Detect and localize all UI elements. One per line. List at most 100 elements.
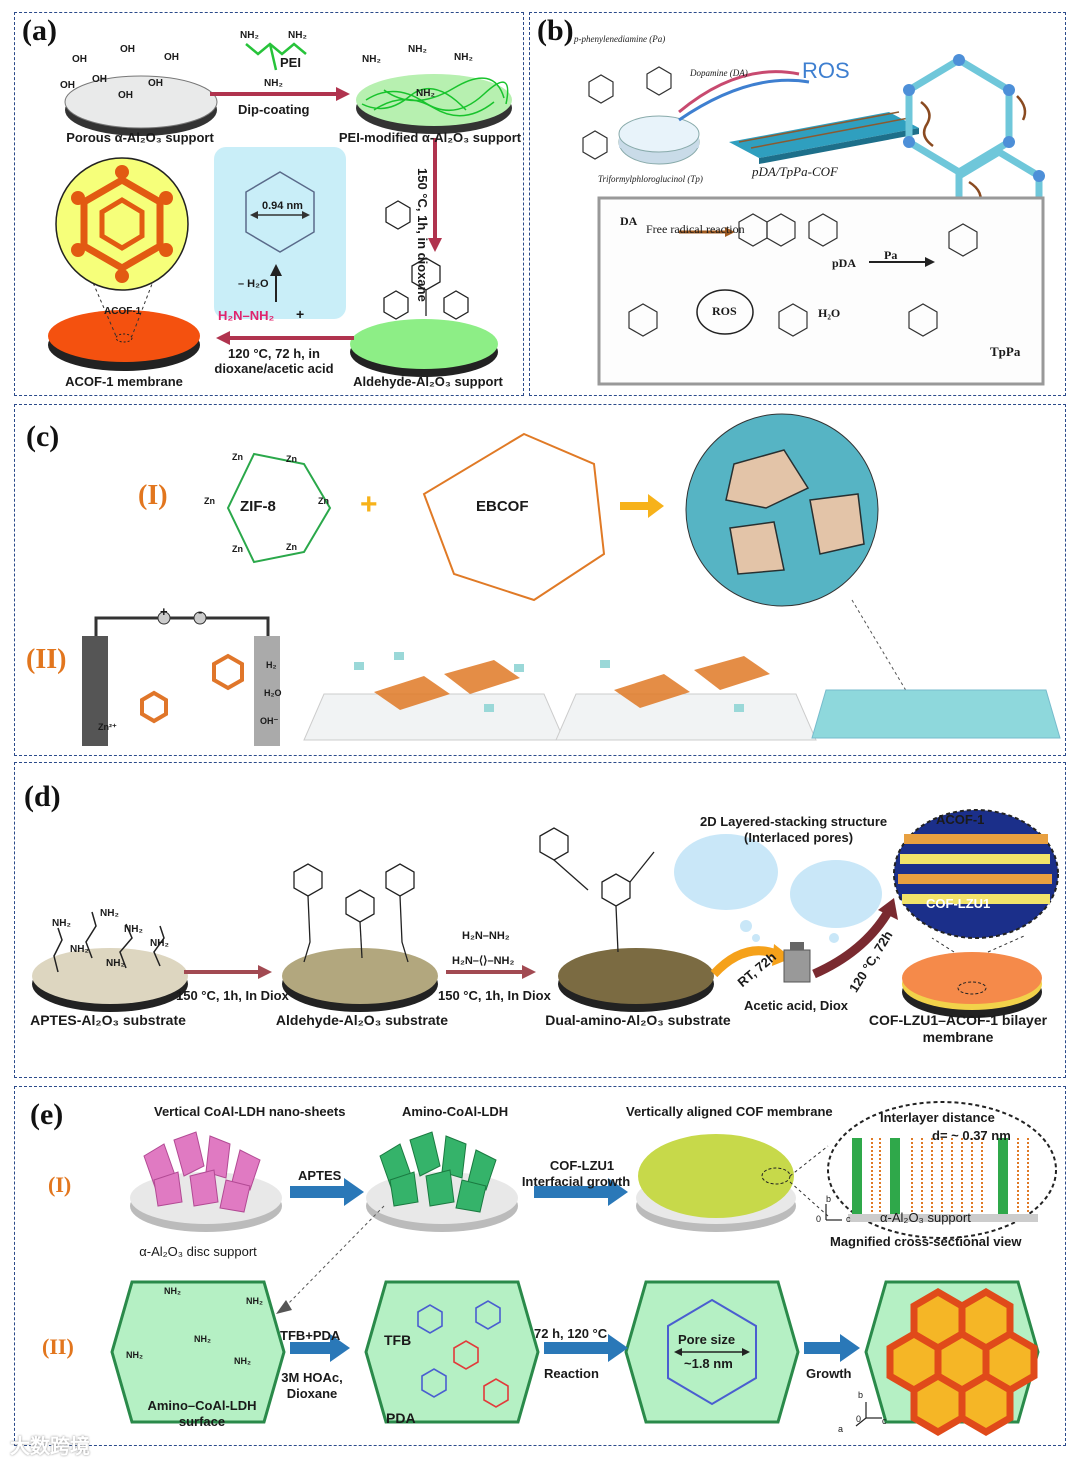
- yellow-arrow: [620, 494, 664, 518]
- zn-label: Zn: [232, 544, 243, 554]
- cof-lzu1-e-label: COF-LZU1: [550, 1158, 614, 1173]
- nh2-d-label: NH₂: [100, 908, 119, 919]
- interlayer-label: Interlayer distance: [880, 1110, 995, 1125]
- reaction-cond-label: 72 h, 120 °C: [534, 1326, 607, 1341]
- zn-label: Zn: [204, 496, 215, 506]
- acof-d-label: ACOF-1: [936, 812, 984, 827]
- zn-label: Zn: [232, 452, 243, 462]
- tfb-pda-hex: [366, 1282, 538, 1422]
- nh2-surface-label: NH₂: [246, 1296, 263, 1306]
- aldehyde-support-disc: [350, 319, 498, 369]
- panel-c-graphics: [14, 404, 1066, 756]
- h2o-c-label: H₂O: [264, 688, 282, 698]
- substrate-stage-1: [304, 694, 564, 740]
- tfb-pda-label: TFB+PDA: [280, 1328, 340, 1343]
- aptes-e-label: APTES: [298, 1168, 341, 1183]
- axis-b2-label: b: [858, 1390, 863, 1400]
- pda-d-label: H₂N–⟨⟩–NH₂: [452, 954, 514, 967]
- interfacial-label: Interfacial growth: [522, 1174, 630, 1189]
- zn-label: Zn: [286, 542, 297, 552]
- panel-e-graphics: [14, 1086, 1066, 1446]
- acof-membrane-label: ACOF-1 membrane: [65, 374, 183, 389]
- porous-support-top: [65, 76, 217, 128]
- substrate-stage-2: [556, 694, 816, 740]
- step1-label: 150 °C, 1h, In Diox: [176, 988, 289, 1003]
- step-120-label: 120 °C, 72 h, in dioxane/acetic acid: [204, 346, 344, 376]
- panel-b-graphics: [529, 12, 1066, 396]
- electrode-plus-label: +: [160, 604, 168, 619]
- reactant-cloud-1: [674, 834, 778, 942]
- oh-label: OH: [72, 54, 87, 65]
- pei-label: PEI: [280, 55, 301, 70]
- acof-membrane-disc: [48, 310, 200, 362]
- h2o-label: H₂O: [818, 306, 840, 321]
- oh-label: OH: [118, 90, 133, 101]
- nh2-d-label: NH₂: [70, 944, 89, 955]
- reactant-cloud-2: [790, 860, 882, 943]
- interlaced-label: (Interlaced pores): [744, 830, 853, 845]
- dip-coating-label: Dip-coating: [238, 102, 310, 117]
- pei-support-disc: [356, 74, 512, 126]
- nh2-label: NH₂: [288, 30, 307, 41]
- hydrazine-label: H₂N–NH₂: [218, 308, 274, 323]
- tppa-label: TpPa: [990, 344, 1020, 360]
- dual-amino-substrate-disc: [558, 948, 714, 1004]
- nh2-d-label: NH₂: [124, 924, 143, 935]
- nh2-label: NH₂: [362, 54, 381, 65]
- tfb-label: TFB: [384, 1332, 411, 1348]
- ros-small-label: ROS: [712, 304, 737, 319]
- axis-a-label: a: [838, 1424, 843, 1434]
- disc-support-label: α-Al₂O₃ disc support: [139, 1244, 257, 1259]
- distance-label: 0.94 nm: [262, 200, 303, 212]
- step2-label: 150 °C, 1h, In Diox: [438, 988, 551, 1003]
- plus-c-label: +: [360, 488, 378, 522]
- growth-label: Growth: [806, 1366, 852, 1381]
- pore-value-label: ~1.8 nm: [684, 1356, 733, 1371]
- hydrazine-d-label: H₂N–NH₂: [462, 930, 510, 942]
- nh2-surface-label: NH₂: [194, 1334, 211, 1344]
- pa-label: p-phenylenediamine (Pa): [574, 34, 665, 44]
- zn-label: Zn: [286, 454, 297, 464]
- zif-8-label: ZIF-8: [240, 498, 276, 515]
- oh-label: OH: [60, 80, 75, 91]
- oh-label: OH: [92, 74, 107, 85]
- pore-label: Pore size: [678, 1332, 735, 1347]
- axis-02-label: 0: [856, 1414, 861, 1424]
- plus-label: +: [296, 306, 304, 322]
- axis-c-label: c: [846, 1214, 851, 1224]
- pa-short-label: Pa: [884, 248, 897, 263]
- magnified-label: Magnified cross-sectional view: [830, 1234, 1021, 1249]
- aptes-substrate-disc: [32, 948, 188, 1004]
- axis-c2-label: c: [882, 1416, 887, 1426]
- dual-amino-substrate-label: Dual-amino-Al₂O₃ substrate: [545, 1012, 730, 1028]
- acof-disc-label: ACOF-1: [104, 306, 141, 317]
- d-value-label: d= ~ 0.37 nm: [932, 1128, 1011, 1143]
- nh2-surface-label: NH₂: [234, 1356, 251, 1366]
- aptes-substrate-label: APTES-Al₂O₃ substrate: [30, 1012, 186, 1028]
- electrode-minus-label: -: [198, 604, 202, 619]
- oh-label: OH: [164, 52, 179, 63]
- nh2-label: NH₂: [416, 88, 435, 99]
- tp-label: Triformylphloroglucinol (Tp): [598, 174, 703, 184]
- h2-label: H₂: [266, 660, 277, 670]
- minus-water-label: – H₂O: [238, 278, 269, 290]
- zn-label: Zn: [318, 496, 329, 506]
- pei-support-label: PEI-modified α-Al₂O₃ support: [339, 130, 521, 145]
- nh2-d-label: NH₂: [52, 918, 71, 929]
- amino-ldh-label: Amino-CoAl-LDH: [402, 1104, 508, 1119]
- axis-b-label: b: [826, 1194, 831, 1204]
- oh-label: OH: [120, 44, 135, 55]
- nh2-d-label: NH₂: [106, 958, 125, 969]
- nh2-d-label: NH₂: [150, 938, 169, 949]
- aldehyde-substrate-label: Aldehyde-Al₂O₃ substrate: [276, 1012, 448, 1028]
- nh2-label: NH₂: [240, 30, 259, 41]
- cof-honeycomb: [890, 1292, 1034, 1432]
- layered-label: 2D Layered-stacking structure: [700, 814, 887, 829]
- watermark: 大数跨境: [10, 1430, 90, 1459]
- oh-ion-label: OH⁻: [260, 716, 278, 727]
- da-short-label: DA: [620, 214, 637, 229]
- surface-label: Amino–CoAl-LDH surface: [137, 1398, 267, 1430]
- zn-ion-label: Zn²⁺: [98, 722, 117, 733]
- pda-e-label: PDA: [386, 1410, 416, 1426]
- al-support-label: α-Al₂O₃ support: [880, 1210, 971, 1225]
